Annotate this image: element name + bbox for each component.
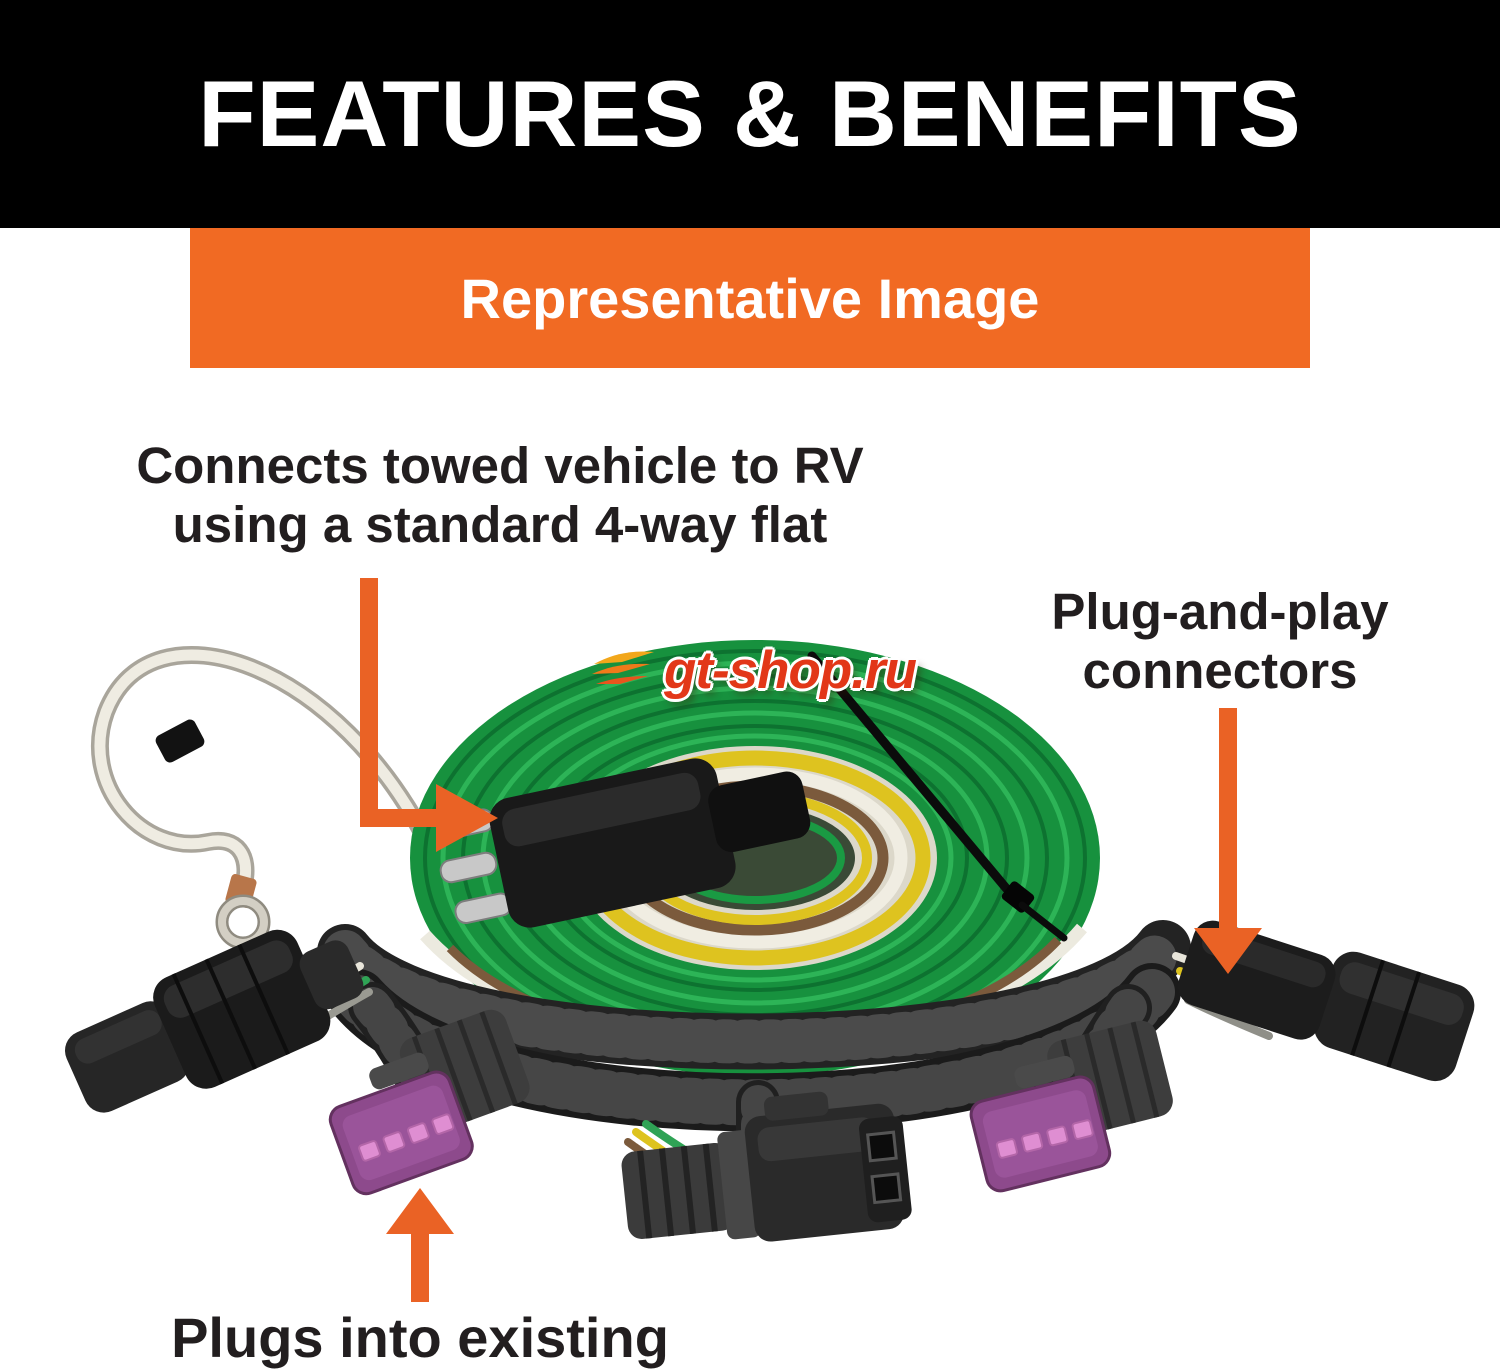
header-band: FEATURES & BENEFITS [0, 0, 1500, 228]
annotation-plug-line1: Plug-and-play [1051, 583, 1389, 640]
ring-terminal [218, 897, 268, 947]
ground-wire [91, 645, 441, 950]
left-connector-cluster [64, 929, 364, 1113]
callout-arrows [360, 578, 1262, 1302]
representative-image-banner: Representative Image [190, 228, 1310, 368]
elbow-right-arrow-icon [360, 578, 498, 852]
down-arrow-icon [1194, 708, 1262, 974]
watermark: gt-shop.ru [592, 640, 917, 701]
right-purple-connector [969, 1020, 1173, 1193]
annotation-connects: Connects towed vehicle to RV using a sta… [55, 436, 945, 554]
watermark-swoosh-icon [592, 651, 654, 684]
annotation-connects-line1: Connects towed vehicle to RV [136, 437, 864, 494]
banner-label: Representative Image [460, 266, 1040, 330]
left-purple-connector [328, 1009, 530, 1196]
center-connector [621, 1091, 912, 1242]
zip-tie [807, 651, 1068, 942]
annotation-plugs-into-existing: Plugs into existing [171, 1306, 669, 1369]
annotation-connects-line2: using a standard 4-way flat [172, 496, 828, 554]
annotation-plug-line2: connectors [1082, 642, 1358, 700]
annotation-plug-and-play: Plug-and-play connectors [995, 582, 1445, 700]
page-title: FEATURES & BENEFITS [198, 61, 1302, 166]
watermark-text: gt-shop.ru [664, 641, 917, 700]
wire-clip [155, 719, 205, 763]
up-arrow-icon [386, 1188, 454, 1302]
